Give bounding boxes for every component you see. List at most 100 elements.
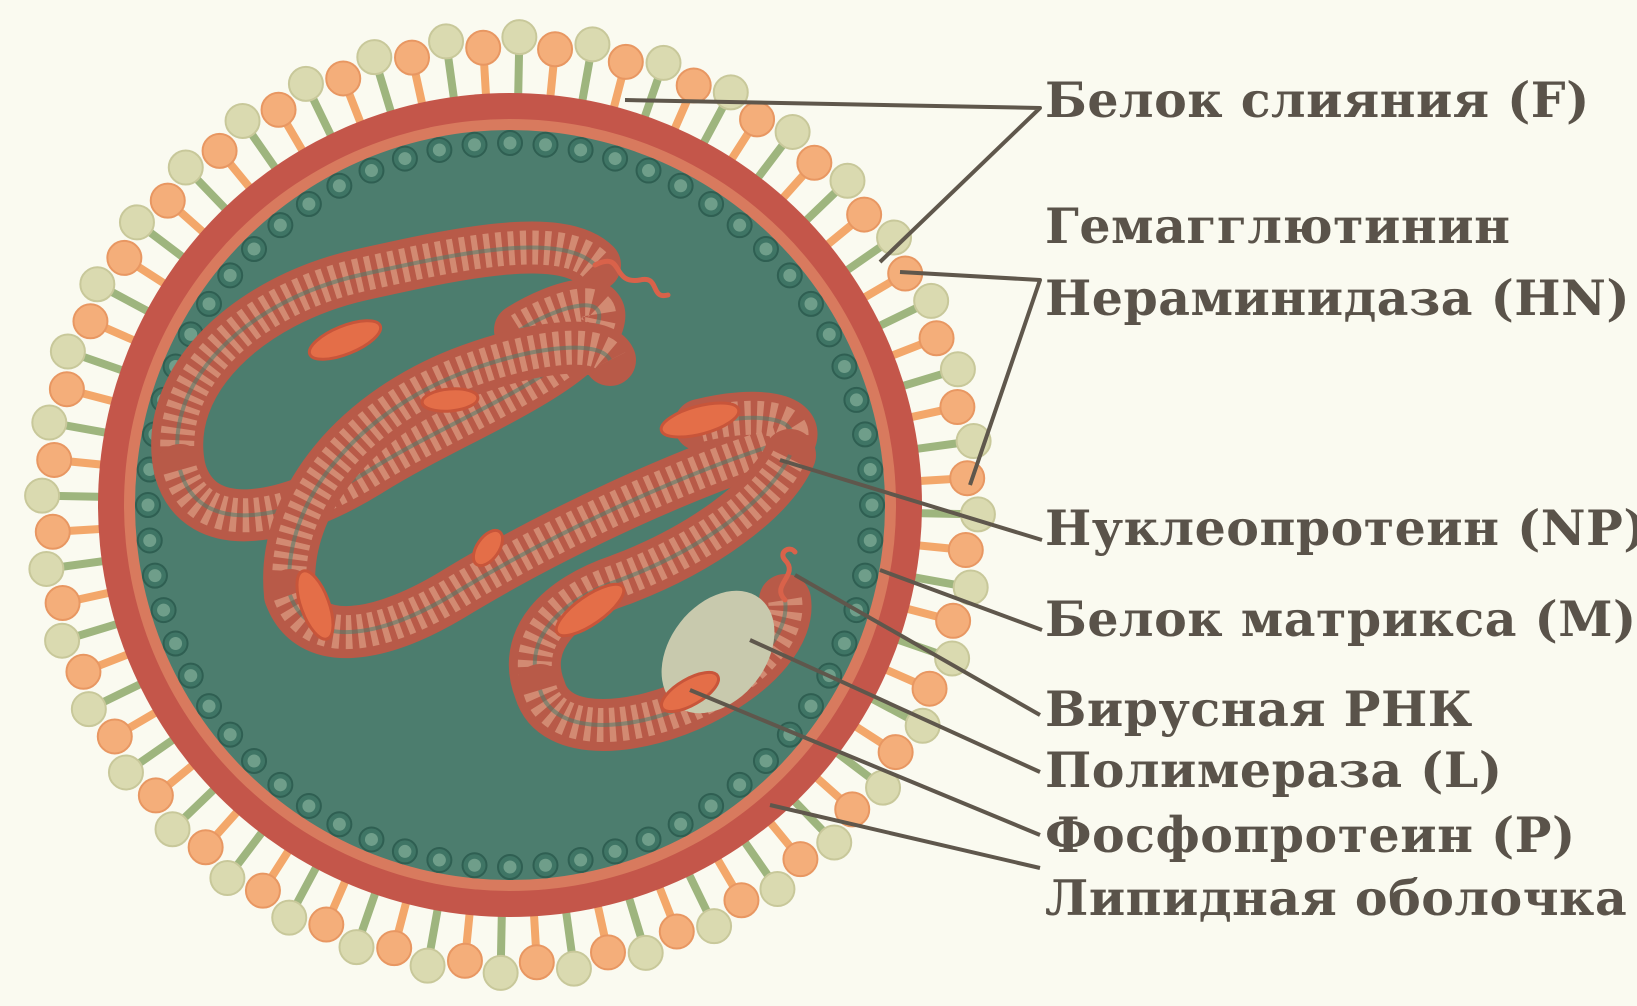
hn-protein-head	[918, 320, 955, 357]
hn-protein-head	[877, 734, 914, 771]
hn-protein-head	[36, 441, 73, 478]
hn-protein-head	[723, 882, 760, 919]
matrix-protein-bead-highlight	[302, 197, 316, 211]
leader-line	[794, 573, 1041, 717]
leader-line	[769, 803, 1041, 870]
fusion-protein-head	[759, 871, 796, 908]
matrix-protein-bead-highlight	[202, 297, 216, 311]
fusion-protein-head	[555, 950, 592, 987]
matrix-protein-bead-highlight	[247, 754, 261, 768]
matrix-protein-bead-highlight	[759, 754, 773, 768]
fusion-protein-head	[338, 929, 375, 966]
fusion-protein-head	[829, 162, 866, 199]
matrix-protein-bead-highlight	[837, 359, 851, 373]
matrix-protein-bead-highlight	[642, 832, 656, 846]
nucleocapsid-strands	[151, 221, 818, 751]
matrix-protein-bead-highlight	[733, 218, 747, 232]
matrix-protein-bead-highlight	[608, 844, 622, 858]
matrix-protein-bead-highlight	[364, 832, 378, 846]
matrix-protein-bead-highlight	[538, 858, 552, 872]
fusion-protein-head	[24, 477, 61, 514]
phosphoprotein-p	[420, 387, 480, 413]
hn-protein-head	[34, 513, 71, 550]
phosphoprotein-p	[659, 401, 741, 439]
leader-line	[624, 98, 1042, 264]
label-hemagglutinin: Гемагглютинин	[1045, 197, 1511, 255]
fusion-protein-head	[482, 954, 519, 991]
matrix-protein-bead-highlight	[759, 242, 773, 256]
label-lipid-envelope: Липидная оболочка	[1045, 869, 1628, 927]
matrix-protein-bead-highlight	[143, 533, 157, 547]
label-phosphoprotein: Фосфопротеин (P)	[1045, 806, 1576, 864]
fusion-protein-head	[939, 351, 976, 388]
leader-line	[749, 638, 1041, 774]
phosphoprotein-p	[295, 569, 335, 641]
fusion-protein-head	[49, 333, 86, 370]
hn-protein-head	[658, 913, 695, 950]
matrix-protein-bead-highlight	[223, 268, 237, 282]
rna-polymerase-phosphoprotein	[295, 258, 798, 714]
matrix-protein-bead-highlight	[863, 463, 877, 477]
matrix-protein-bead-highlight	[608, 152, 622, 166]
matrix-protein-bead-highlight	[148, 569, 162, 583]
hn-protein-head	[935, 602, 972, 639]
phosphoprotein-p	[471, 528, 505, 568]
matrix-protein-bead-highlight	[302, 799, 316, 813]
fusion-protein-head	[934, 640, 971, 677]
fusion-protein-head	[28, 550, 65, 587]
matrix-protein-bead-highlight	[364, 164, 378, 178]
matrix-protein-bead-highlight	[223, 728, 237, 742]
matrix-protein-bead-highlight	[468, 138, 482, 152]
matrix-protein-bead-highlight	[574, 143, 588, 157]
matrix-protein-bead-highlight	[538, 138, 552, 152]
matrix-protein-bead-highlight	[849, 393, 863, 407]
matrix-protein-bead-highlight	[157, 603, 171, 617]
hn-protein-head	[465, 29, 502, 66]
hn-protein-head	[607, 43, 644, 80]
matrix-protein-bead-highlight	[398, 152, 412, 166]
matrix-protein-bead-highlight	[574, 853, 588, 867]
hn-protein-head	[244, 872, 281, 909]
fusion-protein-head	[428, 23, 465, 60]
matrix-protein-bead-highlight	[674, 817, 688, 831]
label-fusion-protein: Белок слияния (F)	[1045, 71, 1590, 129]
matrix-protein-bead-highlight	[169, 637, 183, 651]
fusion-protein-head	[70, 691, 107, 728]
matrix-protein-bead-highlight	[863, 533, 877, 547]
fusion-protein-head	[959, 496, 996, 533]
fusion-protein-head	[154, 811, 191, 848]
matrix-protein-bead-highlight	[432, 143, 446, 157]
matrix-protein-bead-highlight	[822, 327, 836, 341]
leader-line	[779, 458, 1043, 542]
leader-line	[879, 568, 1043, 632]
hn-protein-head	[846, 196, 883, 233]
matrix-protein-bead-highlight	[332, 179, 346, 193]
hn-protein-head	[187, 829, 224, 866]
matrix-protein-bead-highlight	[398, 844, 412, 858]
matrix-protein-bead-highlight	[858, 427, 872, 441]
nucleoprotein-core	[175, 245, 597, 471]
matrix-protein-bead-highlight	[432, 853, 446, 867]
fusion-protein-head	[501, 19, 538, 56]
matrix-protein-bead-highlight	[247, 242, 261, 256]
hn-protein-head	[260, 91, 297, 128]
hn-protein-head	[44, 584, 81, 621]
phosphoprotein-p	[307, 319, 383, 361]
fusion-protein-head	[271, 899, 308, 936]
matrix-protein-bead-highlight	[141, 498, 155, 512]
label-neuraminidase: Нераминидаза (HN)	[1045, 269, 1631, 327]
matrix-protein-bead-highlight	[184, 327, 198, 341]
matrix-protein-bead-highlight	[503, 136, 517, 150]
matrix-protein-bead-highlight	[642, 164, 656, 178]
hn-protein-head	[796, 144, 833, 181]
hn-protein-head	[939, 389, 976, 426]
hn-protein-head	[394, 39, 431, 76]
hn-protein-head	[106, 239, 143, 276]
nucleoprotein-core	[532, 454, 792, 691]
fusion-protein-head	[356, 39, 393, 76]
matrix-protein-bead-highlight	[704, 197, 718, 211]
fusion-protein-head	[774, 113, 811, 150]
matrix-protein-bead-highlight	[332, 817, 346, 831]
matrix-protein-bead-highlight	[865, 498, 879, 512]
label-nucleoprotein: Нуклеопротеин (NP)	[1045, 499, 1637, 557]
